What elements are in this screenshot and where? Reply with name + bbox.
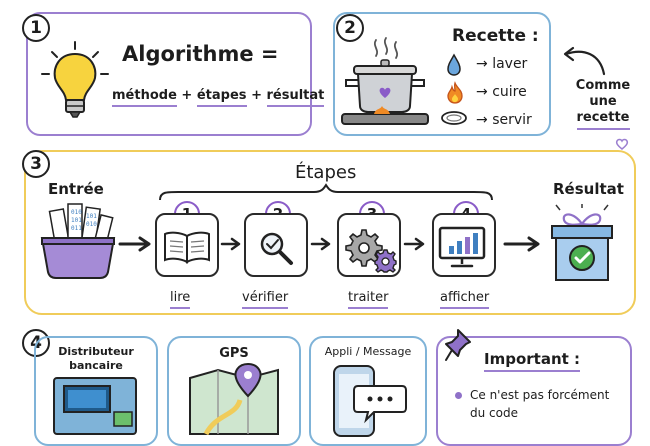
step-label-process: traiter (348, 290, 389, 309)
panel-number-1: 1 (22, 14, 50, 42)
panel-number-2: 2 (336, 14, 364, 42)
recipe-side-note: Comme une recette (570, 78, 636, 130)
recipe-step-2: → cuire (476, 84, 527, 100)
panel-number-3: 3 (22, 150, 50, 178)
input-label: Entrée (48, 180, 104, 198)
example-app-label: Appli / Message (324, 345, 412, 358)
formula-plus: + (181, 88, 193, 103)
gift-box-icon (551, 204, 613, 281)
panel-algorithm-steps (24, 150, 636, 315)
important-title: Important : (484, 350, 581, 372)
panel-algorithm-definition (26, 12, 312, 136)
recipe-step-3: → servir (476, 112, 532, 128)
panel1-title: Algorithme = (122, 42, 279, 66)
recipe-step-1: → laver (476, 56, 528, 72)
svg-text:010: 010 (86, 221, 97, 228)
water-drop-icon (447, 53, 461, 76)
svg-text:011: 011 (71, 225, 82, 232)
lightbulb-icon (41, 41, 109, 118)
result-label: Résultat (553, 180, 624, 198)
svg-text:010: 010 (71, 209, 82, 216)
formula-plus: + (251, 88, 262, 103)
panel2-title: Recette : (452, 26, 539, 46)
step-label-display: afficher (440, 290, 490, 309)
formula-result: résultat (266, 88, 325, 107)
svg-text:101: 101 (86, 213, 97, 220)
arrow-right-icon (503, 236, 540, 252)
steps-title: Étapes (295, 162, 357, 183)
example-gps-label: GPS (219, 346, 249, 361)
phone-chat-icon (333, 365, 407, 437)
atm-icon (53, 377, 137, 435)
formula-method: méthode (112, 88, 177, 107)
open-book-icon (164, 231, 210, 264)
bullet-dot (455, 392, 462, 399)
svg-text:101: 101 (71, 217, 82, 224)
heart-icon (615, 138, 629, 150)
panel-recipe-analogy (333, 12, 551, 136)
map-pin-icon (189, 362, 279, 436)
arrow-right-icon (220, 237, 241, 251)
flame-icon (447, 81, 463, 104)
step-label-read: lire (170, 290, 191, 309)
arrow-right-icon (118, 236, 151, 252)
step-label-verify: vérifier (242, 290, 289, 309)
steps-brace (159, 183, 493, 201)
cooking-pot-icon (341, 37, 429, 125)
chart-monitor-icon (438, 226, 486, 268)
curved-arrow-icon (563, 46, 606, 76)
push-pin-icon (445, 329, 471, 361)
formula-steps: étapes (196, 88, 247, 107)
arrow-right-icon (310, 237, 331, 251)
important-bullet: Ce n'est pas forcément du code (470, 388, 610, 420)
magnifier-icon (260, 232, 293, 265)
gears-icon (345, 229, 397, 273)
algorithm-formula: méthode + étapes + résultat (112, 88, 325, 107)
plate-icon (441, 111, 467, 125)
arrow-right-icon (403, 237, 425, 251)
